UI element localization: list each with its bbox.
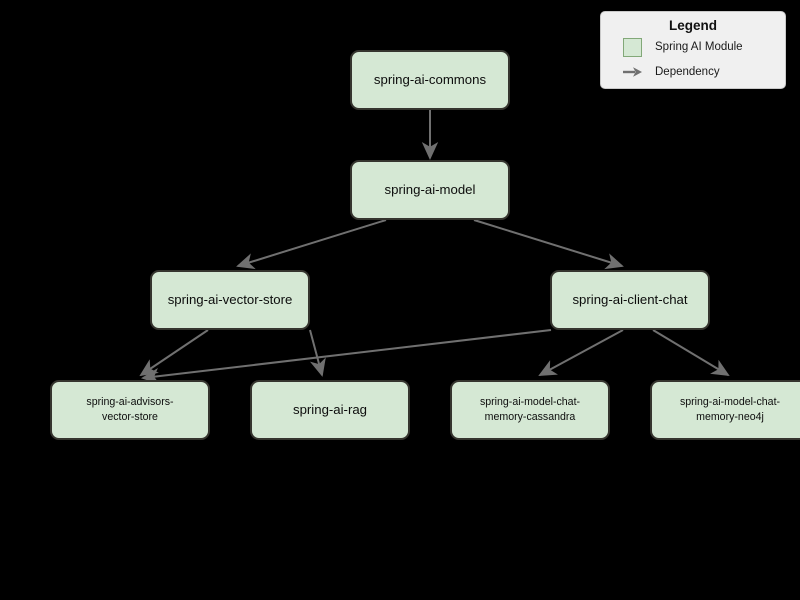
node-label: spring-ai-advisors- vector-store bbox=[86, 395, 174, 423]
legend-item-module: Spring AI Module bbox=[601, 36, 785, 58]
legend-item-dependency: Dependency bbox=[601, 61, 785, 83]
node-label: spring-ai-commons bbox=[373, 72, 487, 88]
node-rag[interactable]: spring-ai-rag bbox=[250, 380, 410, 440]
edge-model-to-vector-store bbox=[236, 219, 387, 270]
module-swatch-icon bbox=[623, 37, 642, 57]
legend-item-dependency-label: Dependency bbox=[655, 66, 720, 78]
node-label: spring-ai-model bbox=[384, 182, 476, 198]
legend-panel: Legend Spring AI Module Dependency bbox=[600, 11, 786, 89]
edge-client-chat-to-mem-cassandra bbox=[538, 329, 624, 376]
node-label: spring-ai-rag bbox=[292, 402, 368, 418]
edge-vector-store-to-advisors-vs bbox=[139, 329, 209, 377]
node-label: spring-ai-client-chat bbox=[572, 292, 688, 308]
node-commons[interactable]: spring-ai-commons bbox=[350, 50, 510, 110]
legend-title: Legend bbox=[668, 18, 717, 33]
edge-client-chat-to-advisors-vs bbox=[141, 329, 552, 385]
node-label: spring-ai-model-chat- memory-neo4j bbox=[679, 395, 781, 423]
node-label: spring-ai-model-chat- memory-cassandra bbox=[479, 395, 581, 423]
node-label: spring-ai-vector-store bbox=[167, 292, 293, 308]
dependency-arrow-icon bbox=[623, 63, 642, 82]
node-model[interactable]: spring-ai-model bbox=[350, 160, 510, 220]
node-client-chat[interactable]: spring-ai-client-chat bbox=[550, 270, 710, 330]
edge-vector-store-to-rag bbox=[309, 329, 326, 377]
node-advisors-vs[interactable]: spring-ai-advisors- vector-store bbox=[50, 380, 210, 440]
node-mem-neo4j[interactable]: spring-ai-model-chat- memory-neo4j bbox=[650, 380, 800, 440]
node-mem-cassandra[interactable]: spring-ai-model-chat- memory-cassandra bbox=[450, 380, 610, 440]
edge-client-chat-to-mem-neo4j bbox=[652, 329, 730, 377]
edge-model-to-client-chat bbox=[473, 219, 624, 270]
dependency-edges bbox=[139, 110, 730, 385]
node-vector-store[interactable]: spring-ai-vector-store bbox=[150, 270, 310, 330]
legend-item-module-label: Spring AI Module bbox=[655, 41, 743, 53]
